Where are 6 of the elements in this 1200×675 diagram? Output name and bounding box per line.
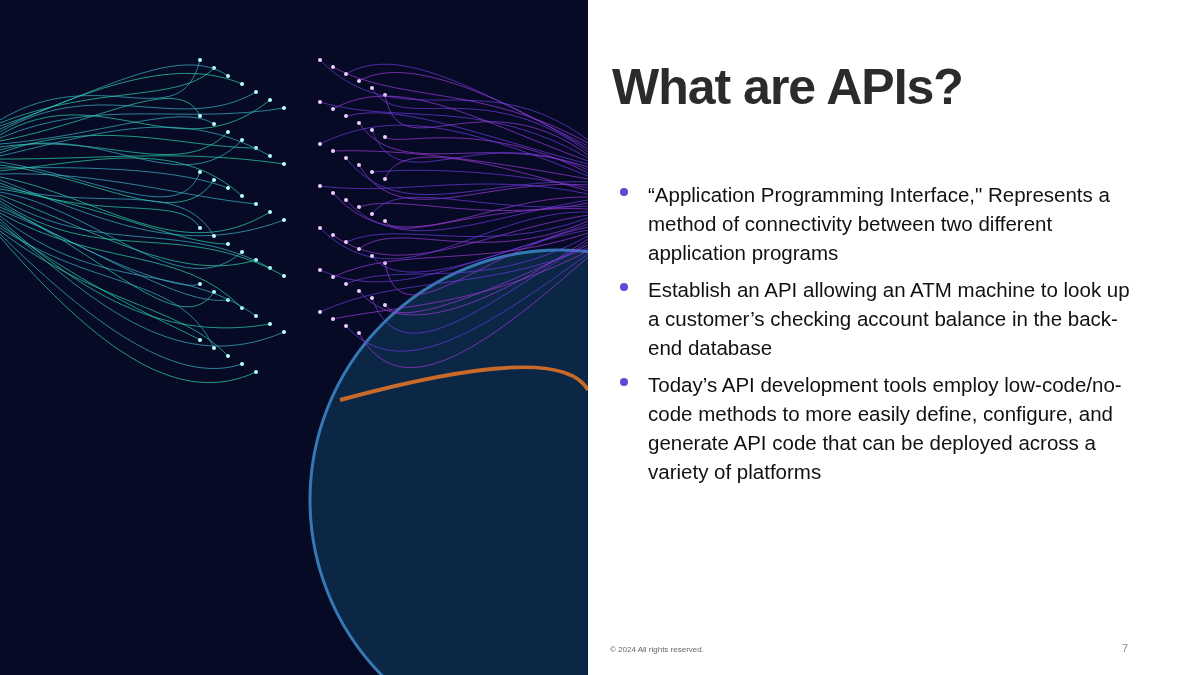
copyright-notice: © 2024 All rights reserved. <box>610 645 704 654</box>
bullet-text: Today’s API development tools employ low-code/no-code methods to more easily define, configure, and generate API code that can be deployed across a variety of platforms <box>648 372 1123 485</box>
page-number: 7 <box>1122 642 1129 654</box>
bullet-text: Establish an API allowing an ATM machine to look up a customer’s checking account balance in the back-end database <box>648 277 1131 361</box>
slide-title: What are APIs? <box>612 58 963 116</box>
bullet-text: “Application Programming Interface," Represents a method of connectivity between two different application programs <box>648 182 1111 266</box>
